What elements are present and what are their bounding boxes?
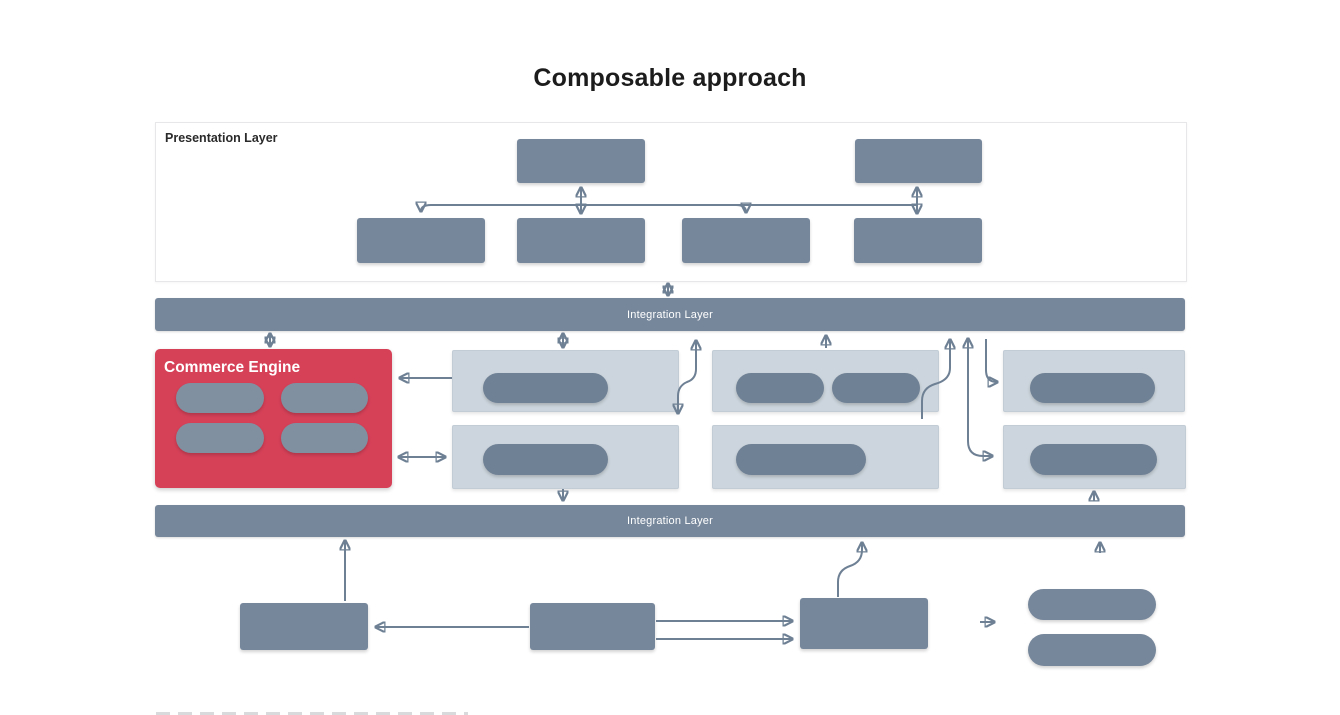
service-group-1-bottom-pill <box>483 444 608 475</box>
backend-pill-2 <box>1028 634 1156 666</box>
backend-box-3 <box>800 598 928 649</box>
service-group-3-bottom-pill <box>1030 444 1157 475</box>
commerce-engine-box: Commerce Engine <box>155 349 392 488</box>
arrow-backend3-to-integration-bottom <box>837 543 862 597</box>
integration-layer-top-label: Integration Layer <box>627 308 713 321</box>
commerce-engine-pill-2 <box>281 383 368 413</box>
arrow-integration-group3-bottom <box>968 339 992 456</box>
service-group-1-top-pill <box>483 373 608 403</box>
commerce-engine-pill-4 <box>281 423 368 453</box>
integration-layer-top-bar: Integration Layer <box>155 298 1185 331</box>
commerce-engine-pill-1 <box>176 383 264 413</box>
presentation-top-box-1 <box>517 139 645 183</box>
presentation-bottom-box-1 <box>357 218 485 263</box>
arrow-integration-to-group3-top <box>985 339 997 382</box>
presentation-bottom-box-2 <box>517 218 645 263</box>
service-group-2-top-pill-1 <box>736 373 824 403</box>
integration-layer-bottom-label: Integration Layer <box>627 515 713 527</box>
commerce-engine-pill-3 <box>176 423 264 453</box>
cutoff-text-artifact <box>156 712 468 715</box>
backend-box-2 <box>530 603 655 650</box>
presentation-bottom-box-3 <box>682 218 810 263</box>
presentation-layer-label: Presentation Layer <box>165 131 278 145</box>
backend-box-1 <box>240 603 368 650</box>
backend-pill-1 <box>1028 589 1156 620</box>
presentation-layer-container: Presentation Layer <box>155 122 1187 282</box>
service-group-3-top-pill <box>1030 373 1155 403</box>
presentation-top-box-2 <box>855 139 982 183</box>
integration-layer-bottom-bar: Integration Layer <box>155 505 1185 537</box>
diagram-title: Composable approach <box>533 64 807 92</box>
service-group-2-bottom-pill <box>736 444 866 475</box>
arrow-group1-side-integration <box>678 341 696 413</box>
service-group-2-top-pill-2 <box>832 373 920 403</box>
commerce-engine-label: Commerce Engine <box>164 359 301 376</box>
presentation-bottom-box-4 <box>854 218 982 263</box>
